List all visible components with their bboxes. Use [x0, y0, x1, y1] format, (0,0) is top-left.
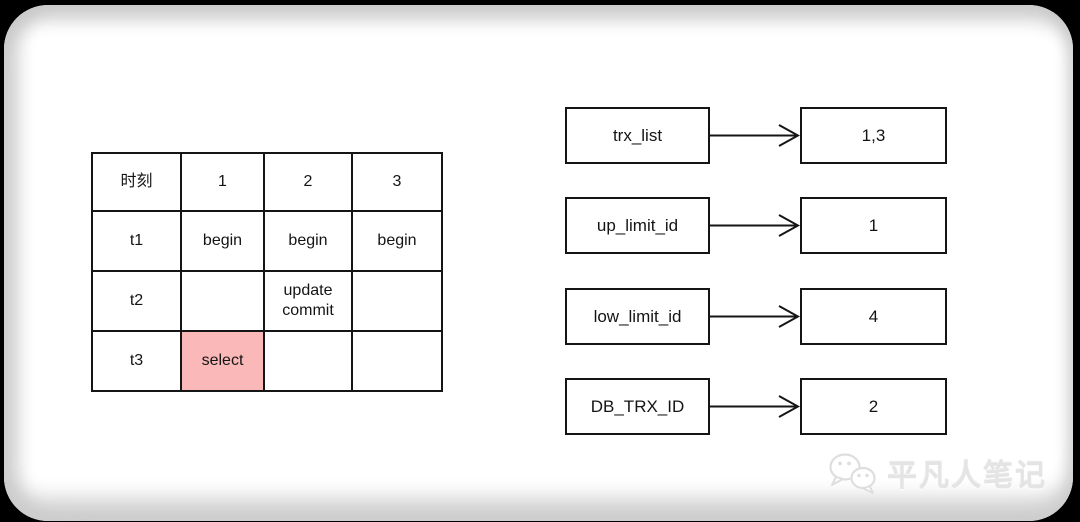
- cell-t2-trx3: [351, 270, 443, 332]
- arrow-icon: [710, 395, 800, 418]
- cell-t2-trx2: update commit: [263, 270, 353, 332]
- time-cell-t3: t3: [91, 330, 182, 392]
- header-cell-trx-2: 2: [263, 152, 353, 212]
- wechat-icon: [829, 453, 876, 494]
- mapping-row-DB_TRX_ID: DB_TRX_ID 2: [565, 378, 947, 435]
- cell-t2-trx1: [180, 270, 265, 332]
- cell-t3-trx1: select: [180, 330, 265, 392]
- mapping-row-up_limit_id: up_limit_id 1: [565, 197, 947, 254]
- header-cell-trx-1: 1: [180, 152, 265, 212]
- field-label-box-up_limit_id: up_limit_id: [565, 197, 710, 254]
- field-label-box-trx_list: trx_list: [565, 107, 710, 164]
- cell-t1-trx2: begin: [263, 210, 353, 272]
- time-cell-t1: t1: [91, 210, 182, 272]
- header-cell-trx-3: 3: [351, 152, 443, 212]
- field-value-box-DB_TRX_ID: 2: [800, 378, 947, 435]
- arrow-icon: [710, 214, 800, 237]
- arrow-icon: [710, 124, 800, 147]
- field-value-box-up_limit_id: 1: [800, 197, 947, 254]
- mapping-row-low_limit_id: low_limit_id 4: [565, 288, 947, 345]
- time-cell-t2: t2: [91, 270, 182, 332]
- field-label-box-DB_TRX_ID: DB_TRX_ID: [565, 378, 710, 435]
- watermark: 平凡人笔记: [827, 450, 1047, 496]
- header-cell-time: 时刻: [91, 152, 182, 212]
- field-value-box-trx_list: 1,3: [800, 107, 947, 164]
- watermark-text: 平凡人笔记: [887, 460, 1047, 493]
- mapping-row-trx_list: trx_list 1,3: [565, 107, 947, 164]
- table-row-t2: t2 update commit: [91, 270, 443, 332]
- field-label-box-low_limit_id: low_limit_id: [565, 288, 710, 345]
- cell-t1-trx1: begin: [180, 210, 265, 272]
- cell-t3-trx3: [351, 330, 443, 392]
- cell-t1-trx3: begin: [351, 210, 443, 272]
- cell-t3-trx2: [263, 330, 353, 392]
- arrow-icon: [710, 305, 800, 328]
- field-value-box-low_limit_id: 4: [800, 288, 947, 345]
